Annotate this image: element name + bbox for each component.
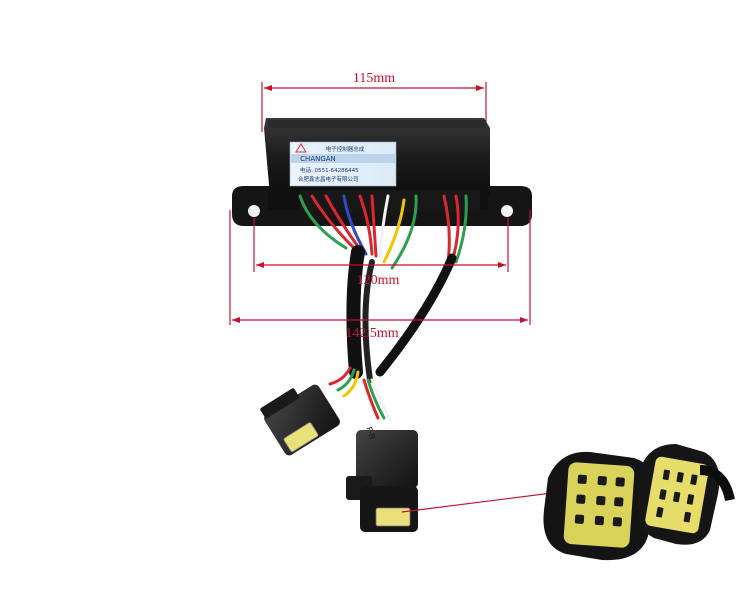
connector-bottom: F-B xyxy=(346,426,418,532)
dimension-middle-label: 120mm xyxy=(357,273,400,288)
module-label: 电子控制器总成 CHANGAN 电话: 0551-64286445 合肥鑫志昌电… xyxy=(289,141,397,187)
mount-hole-right xyxy=(501,205,513,217)
connector-detail-inset xyxy=(543,444,735,561)
dimension-middle: 120mm xyxy=(253,218,509,288)
label-phone: 电话: 0551-64286445 xyxy=(300,166,359,174)
dimension-bottom: 142.5mm xyxy=(229,210,531,341)
dimension-bottom-label: 142.5mm xyxy=(345,326,398,341)
date-code: 20210● xyxy=(412,154,457,167)
connector-wires xyxy=(328,366,392,422)
dimension-top: 115mm xyxy=(261,71,487,132)
connector-tag: F-B xyxy=(364,426,377,441)
label-brand: CHANGAN xyxy=(300,155,336,163)
dimension-top-label: 115mm xyxy=(353,71,395,86)
connector-left xyxy=(260,384,340,456)
harness-sleeves xyxy=(346,245,457,383)
label-top-line: 电子控制器总成 xyxy=(326,145,365,153)
mount-hole-left xyxy=(248,205,260,217)
label-company: 合肥鑫志昌电子有限公司 xyxy=(298,175,359,183)
detail-pointer xyxy=(401,491,561,513)
